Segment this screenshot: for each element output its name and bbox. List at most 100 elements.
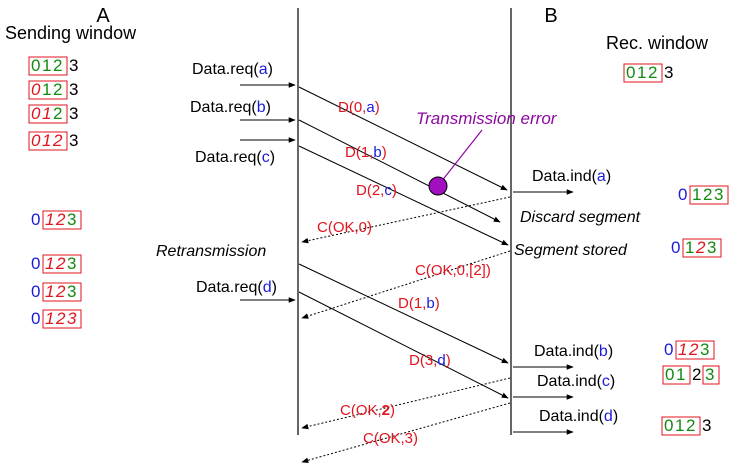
window-box xyxy=(689,185,729,205)
data-ind-d-label: Data.ind(d) xyxy=(539,408,618,425)
window-seq-number: 0 xyxy=(31,80,41,99)
window-seq-number: 1 xyxy=(692,185,701,204)
window-box xyxy=(662,365,691,385)
ack-arrow-ok0-2 xyxy=(301,250,511,319)
data-req-d-label: Data.req(d) xyxy=(196,279,277,296)
window-seq-number: 1 xyxy=(42,56,51,75)
segment-arrow-d3d xyxy=(298,291,509,399)
window-box xyxy=(28,56,68,76)
data-req-c-label: Data.req(c) xyxy=(195,149,275,166)
window-seq-number: 3 xyxy=(67,254,76,273)
header-a: A xyxy=(96,5,110,27)
data-ind-a-label: Data.ind(a) xyxy=(532,168,611,185)
window-box xyxy=(42,282,82,302)
segment-label-d0a: D(0,a) xyxy=(338,99,380,116)
window-box xyxy=(682,238,722,258)
window-seq-number: 1 xyxy=(45,210,54,229)
window-box xyxy=(42,309,82,329)
window-seq-number: 3 xyxy=(702,416,711,435)
window-box xyxy=(28,131,68,151)
window-seq-number: 1 xyxy=(42,80,51,99)
window-box xyxy=(623,63,663,83)
window-seq-number: 1 xyxy=(685,238,694,257)
segment-label-d2c: D(2,c) xyxy=(356,182,397,199)
window-seq-number: 2 xyxy=(703,185,712,204)
window-seq-number: 2 xyxy=(686,416,695,435)
retransmission-label: Retransmission xyxy=(156,243,266,260)
window-seq-number: 0 xyxy=(626,63,635,82)
ack-label-ok0-2: C(OK,0,[2]) xyxy=(415,262,491,279)
window-seq-number: 2 xyxy=(692,365,701,384)
ack-arrow-ok0 xyxy=(301,196,511,244)
window-seq-number: 2 xyxy=(55,282,66,301)
window-seq-number: 2 xyxy=(55,254,66,273)
window-seq-number: 1 xyxy=(45,309,54,328)
segment-label-d3d: D(3,d) xyxy=(409,352,451,369)
ack-arrow-ok2 xyxy=(301,377,511,430)
window-seq-number: 3 xyxy=(67,282,76,301)
window-seq-number: 2 xyxy=(695,238,706,257)
window-box xyxy=(42,210,82,230)
window-box xyxy=(661,416,701,436)
window-seq-number: 2 xyxy=(53,80,62,99)
window-seq-number: 2 xyxy=(53,104,62,123)
ack-label-ok0: C(OK,0) xyxy=(317,219,372,236)
window-box xyxy=(42,254,82,274)
segment-arrow-d1b-retx xyxy=(298,263,509,364)
ack-label-ok2: C(OK,2) xyxy=(340,402,395,419)
window-seq-number: 0 xyxy=(31,131,41,150)
window-seq-number: 2 xyxy=(52,131,63,150)
data-req-b-label: Data.req(b) xyxy=(190,99,271,116)
segment-arrow-d2c xyxy=(298,145,509,246)
window-seq-number: 3 xyxy=(69,56,78,75)
window-seq-number: 1 xyxy=(678,340,687,359)
window-seq-number: 2 xyxy=(55,309,66,328)
rec-window-title: Rec. window xyxy=(606,33,709,53)
segment-arrow-d0a xyxy=(298,86,508,191)
window-seq-number: 3 xyxy=(705,365,714,384)
window-seq-number: 0 xyxy=(678,185,687,204)
window-box xyxy=(675,340,715,360)
window-seq-number: 2 xyxy=(55,210,66,229)
window-seq-number: 3 xyxy=(67,309,77,328)
window-seq-number: 3 xyxy=(700,340,709,359)
window-seq-number: 1 xyxy=(676,365,685,384)
window-seq-number: 3 xyxy=(714,185,723,204)
window-seq-number: 1 xyxy=(637,63,646,82)
window-seq-number: 0 xyxy=(31,56,40,75)
window-box xyxy=(702,365,720,385)
window-seq-number: 0 xyxy=(31,309,40,328)
window-seq-number: 0 xyxy=(31,282,40,301)
segment-arrow-d1b xyxy=(298,119,501,223)
window-box xyxy=(28,104,68,124)
window-seq-number: 0 xyxy=(31,104,41,123)
data-ind-b-label: Data.ind(b) xyxy=(534,343,613,360)
window-seq-number: 0 xyxy=(31,254,40,273)
window-seq-number: 3 xyxy=(69,80,78,99)
ack-label-ok3: C(OK,3) xyxy=(363,430,418,447)
window-box xyxy=(28,80,68,100)
window-seq-number: 3 xyxy=(69,104,78,123)
segment-stored-label: Segment stored xyxy=(514,242,628,259)
data-ind-c-label: Data.ind(c) xyxy=(537,373,615,390)
window-seq-number: 0 xyxy=(664,416,673,435)
segment-label-d1b: D(1,b) xyxy=(345,144,387,161)
discard-segment-label: Discard segment xyxy=(520,209,641,226)
window-seq-number: 1 xyxy=(45,282,54,301)
transmission-error-marker xyxy=(428,176,448,196)
header-b: B xyxy=(544,5,557,27)
